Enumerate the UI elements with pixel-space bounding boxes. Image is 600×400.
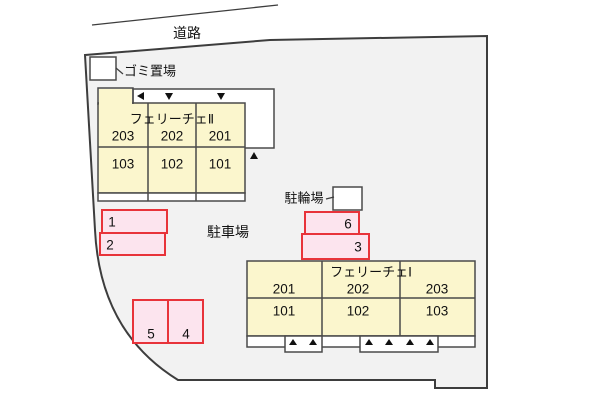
bicycle-parking-label: 駐輪場	[284, 191, 323, 206]
unit-103: 103	[112, 157, 135, 172]
felice-2-tall-corner-fill	[99, 89, 132, 105]
entrance-up-icon	[309, 339, 317, 345]
entrance-up-icon	[426, 339, 434, 345]
unit-203: 203	[426, 282, 449, 297]
parking-space-1: 1	[101, 209, 168, 234]
parking-space-number: 6	[344, 217, 352, 232]
unit-102: 102	[161, 157, 184, 172]
parking-space-number: 3	[354, 240, 362, 255]
building-felice-1: フェリーチェⅠ 201 202 203 101 102 103	[246, 260, 476, 353]
entrance-up-icon	[289, 339, 297, 345]
felice-1-unit-grid	[247, 261, 475, 336]
parking-space-number: 4	[182, 327, 190, 342]
unit-203: 203	[112, 129, 135, 144]
entrance-up-icon	[250, 152, 258, 159]
entrance-down-icon	[165, 93, 173, 100]
felice-2-balcony-dividers	[147, 193, 197, 201]
garbage-area-tick	[115, 67, 124, 75]
felice-2-tall-corner-border	[97, 87, 134, 105]
road-label: 道路	[173, 25, 201, 41]
garbage-area-label: ゴミ置場	[124, 64, 176, 79]
parking-lot-label: 駐車場	[207, 224, 249, 240]
unit-202: 202	[161, 129, 184, 144]
parking-space-5: 5	[132, 299, 169, 344]
unit-202: 202	[347, 282, 370, 297]
building-name: フェリーチェⅡ	[130, 112, 214, 127]
felice-2-unit-grid	[98, 103, 245, 193]
parking-space-4: 4	[167, 299, 204, 344]
entrance-up-icon	[385, 339, 393, 345]
parking-space-number: 2	[106, 238, 114, 253]
building-felice-2: フェリーチェⅡ 203 202 201 103 102 101	[97, 87, 275, 202]
parking-space-6: 6	[304, 211, 360, 235]
unit-201: 201	[209, 129, 232, 144]
entrance-left-icon	[137, 92, 144, 100]
unit-201: 201	[273, 282, 296, 297]
entrance-up-icon	[406, 339, 414, 345]
parking-space-number: 5	[147, 327, 155, 342]
entrance-up-icon	[365, 339, 373, 345]
parking-space-3: 3	[301, 233, 370, 260]
parking-space-2: 2	[99, 232, 166, 256]
garbage-area-box	[89, 56, 117, 81]
building-name: フェリーチェⅠ	[330, 265, 412, 280]
road-edge-line	[91, 4, 279, 26]
bicycle-parking-tick	[325, 196, 335, 200]
felice-2-balcony-strip	[97, 192, 246, 202]
felice-2-block	[97, 102, 246, 194]
entrance-down-icon	[217, 93, 225, 100]
unit-101: 101	[209, 157, 232, 172]
parking-space-number: 1	[108, 215, 116, 230]
felice-1-entrance-notch	[359, 335, 439, 353]
bicycle-parking-box	[332, 186, 363, 211]
unit-103: 103	[426, 304, 449, 319]
unit-102: 102	[347, 304, 370, 319]
unit-101: 101	[273, 304, 296, 319]
